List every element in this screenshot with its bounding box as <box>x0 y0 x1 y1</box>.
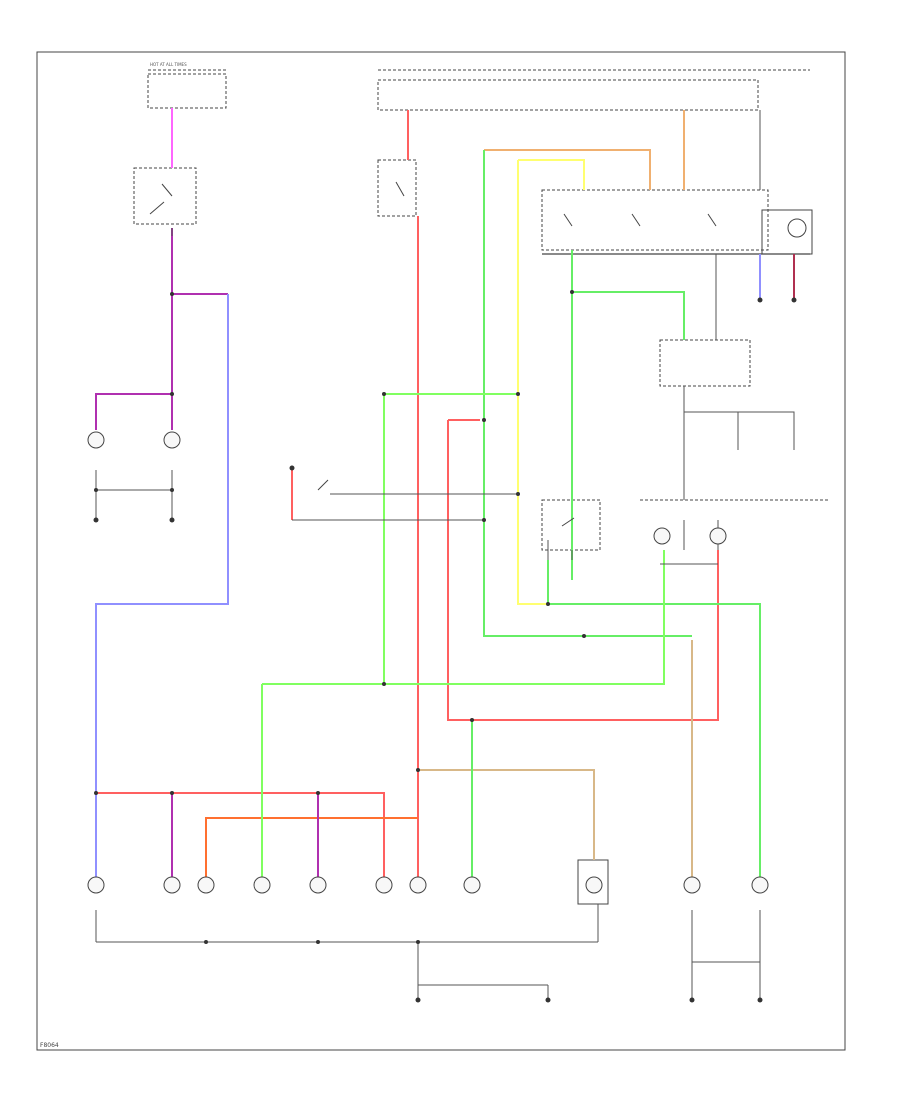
hazard-switch <box>377 159 417 217</box>
fuse-box-left: HOT AT ALL TIMES <box>147 62 227 109</box>
lamps <box>87 431 769 894</box>
splice-points <box>94 290 586 944</box>
turn-switch-block <box>541 189 769 251</box>
lamp-bottom-6 <box>375 876 393 894</box>
lamp-bottom-8 <box>463 876 481 894</box>
lamp-right-front-turn <box>163 431 181 449</box>
fuse-box-right <box>377 69 810 111</box>
flasher-unit <box>761 209 813 255</box>
ground-points <box>93 297 797 1003</box>
lamp-rear-left <box>683 876 701 894</box>
svg-text:HOT AT ALL TIMES: HOT AT ALL TIMES <box>150 62 187 67</box>
wires-colored <box>95 108 795 885</box>
lamp-bottom-1 <box>87 876 105 894</box>
turn-signal-module <box>659 339 751 387</box>
lamp-bottom-3 <box>197 876 215 894</box>
diagram-border <box>36 51 846 1051</box>
footer-label: F8064 <box>40 1042 59 1049</box>
lamp-bottom-5 <box>309 876 327 894</box>
lamp-bottom-9 <box>585 876 603 894</box>
lamp-indicator-left <box>653 527 671 545</box>
lamp-bottom-4 <box>253 876 271 894</box>
lamp-rear-right <box>751 876 769 894</box>
lamp-bottom-7 <box>409 876 427 894</box>
flasher-icon <box>787 218 807 238</box>
switch-contacts <box>149 181 717 527</box>
wires-black <box>95 110 795 1000</box>
lamp-bottom-2 <box>163 876 181 894</box>
lamp-left-front-turn <box>87 431 105 449</box>
combination-switch-left <box>133 167 197 225</box>
lamp-indicator-right <box>709 527 727 545</box>
